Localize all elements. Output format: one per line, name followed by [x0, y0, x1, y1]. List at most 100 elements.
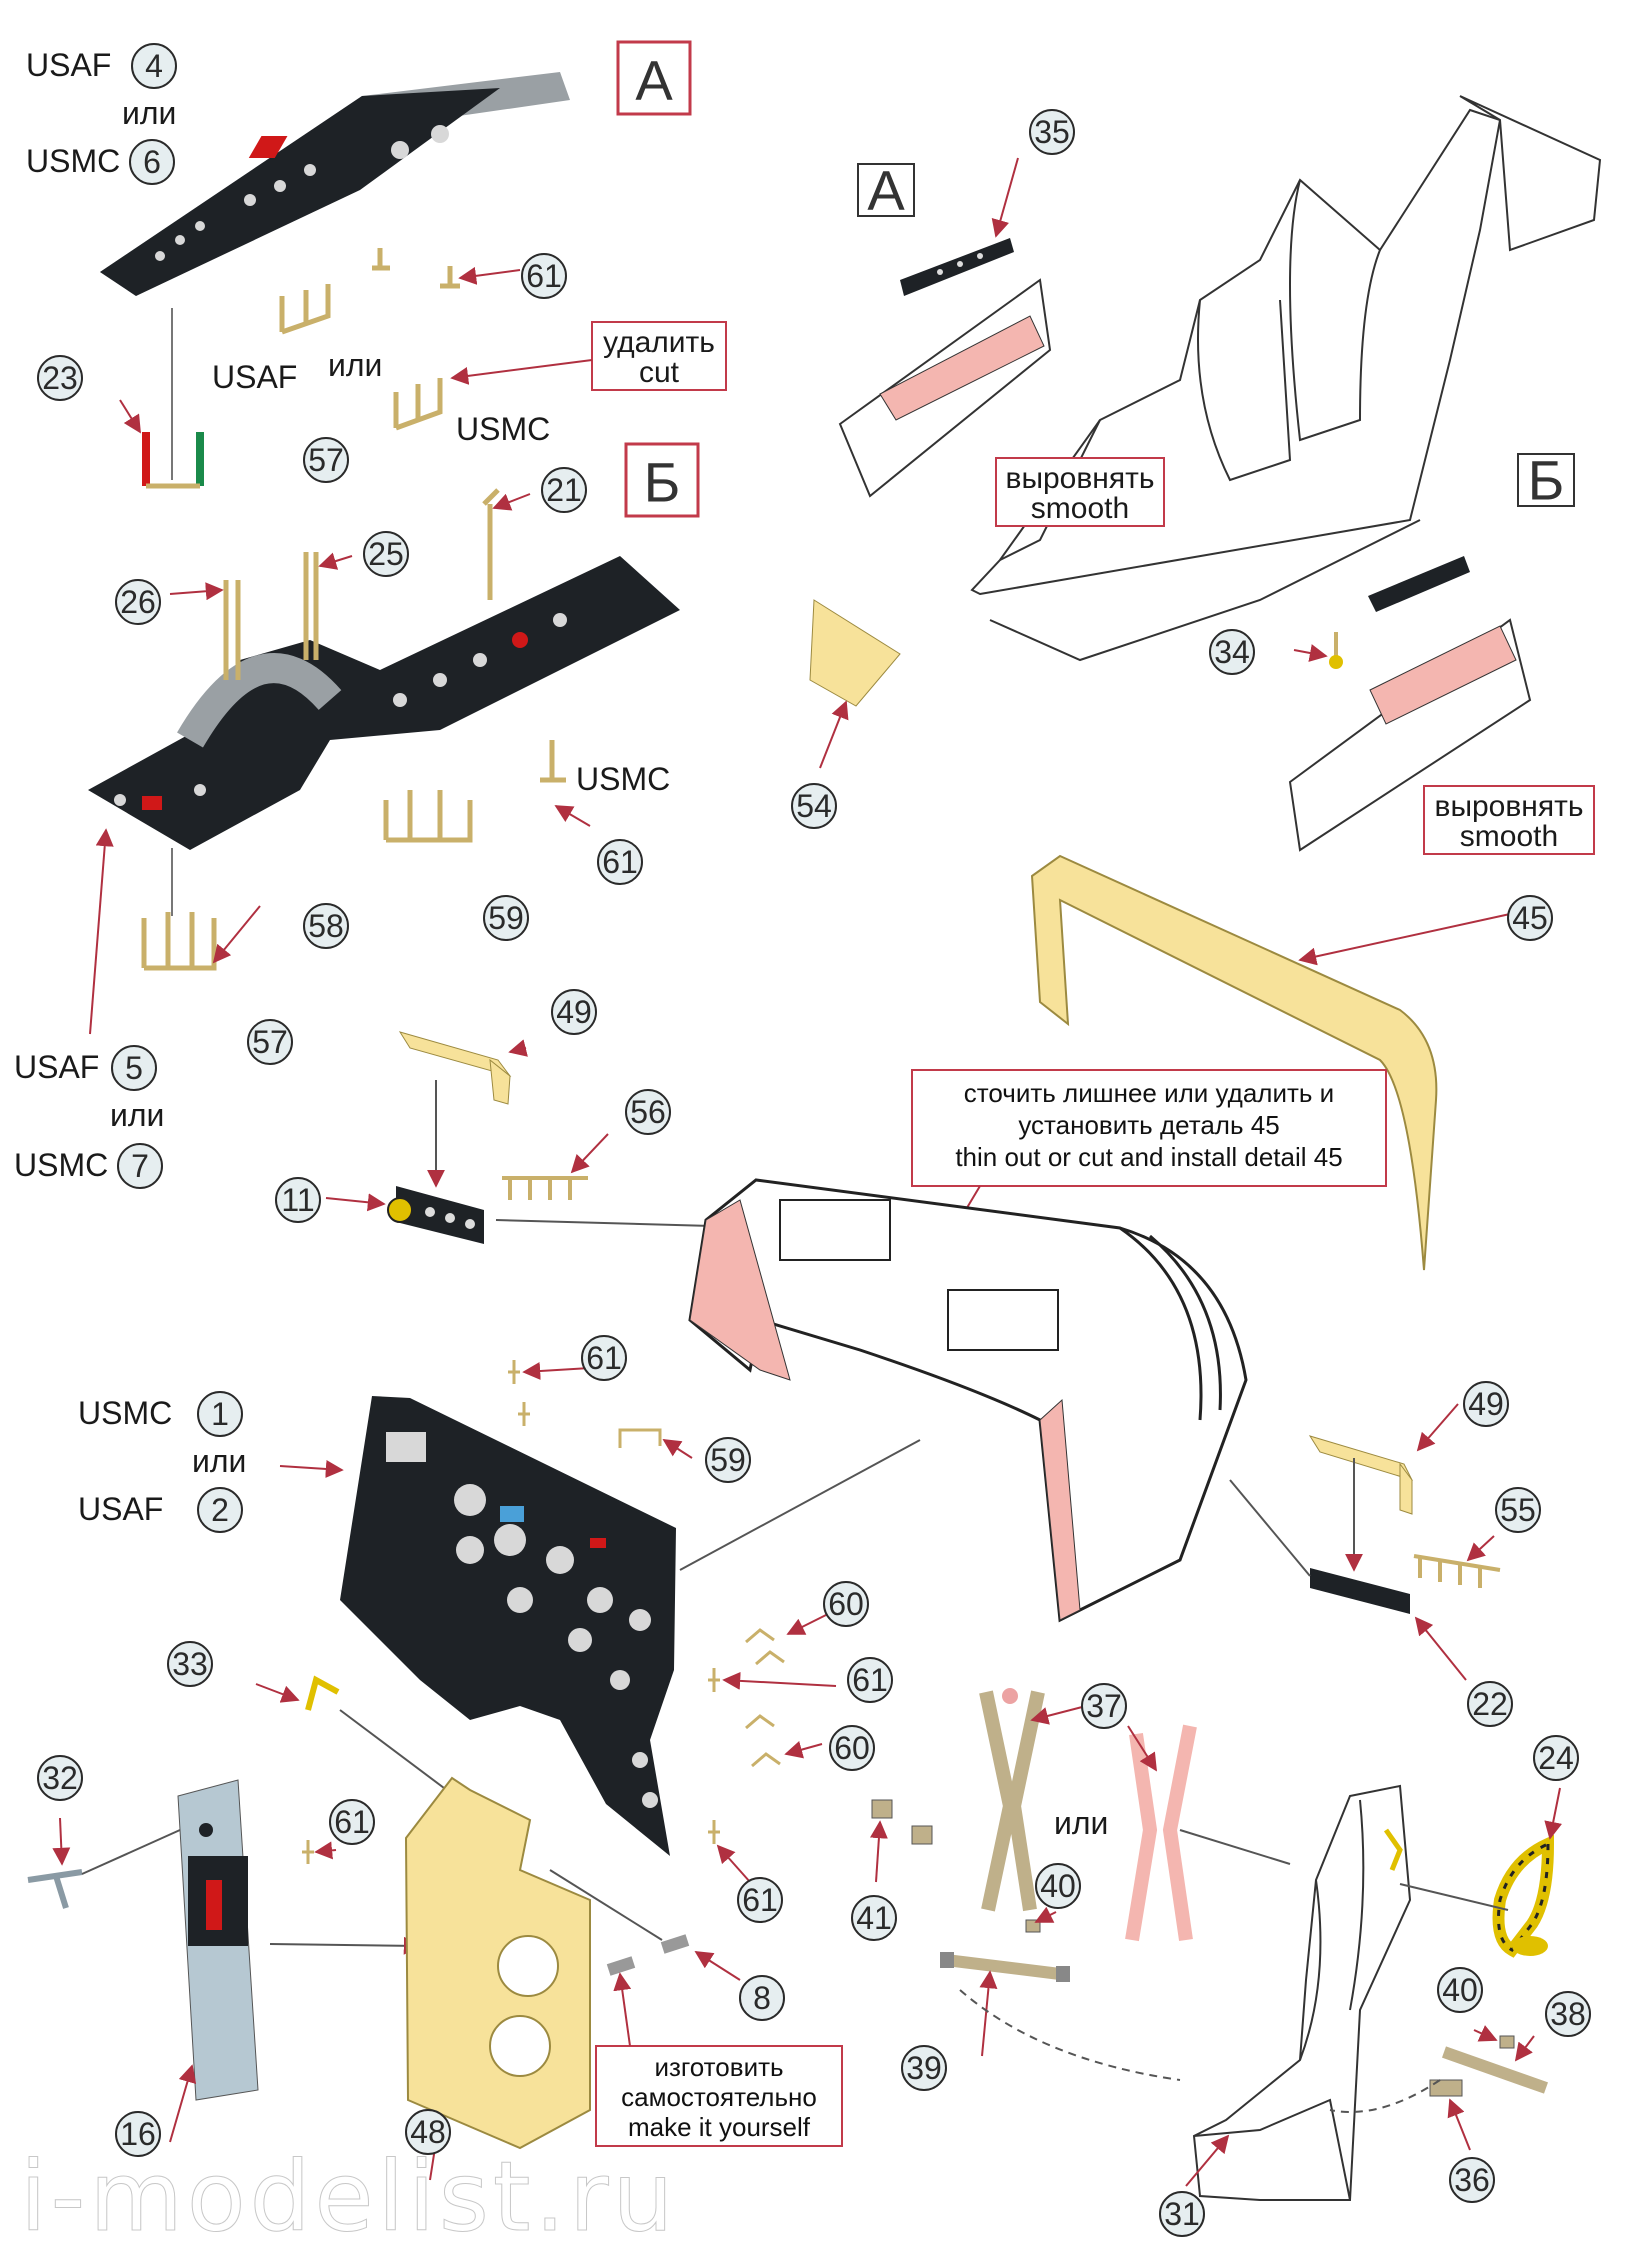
callout-number: 45 [1512, 900, 1548, 936]
callout-number: 54 [796, 788, 832, 824]
callout-c61f: 61 [329, 1799, 375, 1845]
marker-a-label: А [635, 49, 673, 112]
callout-number: 40 [1040, 1868, 1076, 1904]
cockpit-tub [970, 95, 1602, 662]
part-59-frame-main [618, 1428, 662, 1448]
marker-b-top: Б [624, 442, 700, 518]
arrow-49a [508, 1039, 528, 1057]
part-55-comb [1413, 1554, 1501, 1588]
callout-number: 22 [1472, 1686, 1508, 1722]
frame-part-usaf-a [279, 284, 331, 335]
callout-c39: 39 [901, 2045, 947, 2091]
part-61-pin-16 [302, 1840, 314, 1864]
instrument-panel-b [88, 556, 680, 850]
label-or-harness: или [1054, 1805, 1108, 1841]
num-2: 2 [211, 1492, 229, 1528]
arrow-make [613, 1972, 632, 2047]
callout-c59b: 59 [705, 1437, 751, 1483]
callout-number: 49 [1468, 1386, 1504, 1422]
num-5: 5 [125, 1050, 143, 1086]
guide-seat-harness [1179, 1829, 1291, 1865]
arrow-22 [1414, 1616, 1467, 1681]
make-line3: make it yourself [628, 2112, 811, 2142]
callout-circle [1081, 1683, 1127, 1729]
smooth-note-a: выровнять smooth [995, 457, 1165, 527]
guide-8 [549, 1869, 663, 1941]
callout-number: 57 [308, 442, 344, 478]
arrow-56 [570, 1133, 609, 1174]
callout-circle [247, 1019, 293, 1065]
callout-circle [1159, 2191, 1205, 2237]
callout-number: 34 [1214, 634, 1250, 670]
callout-number: 21 [546, 472, 582, 508]
ejection-seat [1192, 1784, 1412, 2201]
callout-c34: 34 [1209, 629, 1255, 675]
detail-45-note: сточить лишнее или удалить и установить … [911, 1069, 1387, 1187]
callout-c41: 41 [851, 1895, 897, 1941]
callout-circle [705, 1437, 751, 1483]
callout-circle [541, 467, 587, 513]
part-48-side-panel [404, 1776, 591, 2150]
arrow-40a [1034, 1906, 1057, 1923]
callout-c11: 11 [275, 1177, 321, 1223]
arrow-25 [318, 552, 353, 570]
watermark-logo: i-modelist.ru [20, 2141, 677, 2253]
callout-number: 56 [630, 1094, 666, 1130]
arrow-36 [1447, 2098, 1471, 2151]
label-or-1-2: или [192, 1443, 246, 1479]
harness-belts-a [979, 1688, 1045, 1912]
arrow-11 [325, 1193, 386, 1212]
callout-c48: 48 [405, 2109, 451, 2155]
detail45-line2: установить деталь 45 [1018, 1110, 1279, 1140]
callout-circle [275, 1177, 321, 1223]
callout-c55: 55 [1495, 1487, 1541, 1533]
part-61-pins-main [508, 1360, 720, 1844]
callout-number: 37 [1086, 1688, 1122, 1724]
callout-c61c: 61 [581, 1335, 627, 1381]
callout-circle [329, 1799, 375, 1845]
callout-c26: 26 [115, 579, 161, 625]
callout-circle [551, 989, 597, 1035]
guide-panel-body [679, 1439, 921, 1571]
callout-number: 39 [906, 2050, 942, 2086]
cut-note-ru: удалить [603, 326, 715, 359]
instrument-panel-a [100, 72, 570, 296]
cut-note-box: удалить cut [591, 321, 727, 391]
console-left [838, 278, 1052, 498]
callout-circle [405, 2109, 451, 2155]
callout-number: 33 [172, 1646, 208, 1682]
part-56-comb [502, 1176, 588, 1200]
arrow-33 [255, 1683, 300, 1703]
callout-circle [581, 1335, 627, 1381]
label-usmc-57: USMC [456, 411, 550, 447]
callout-number: 40 [1442, 1972, 1478, 2008]
callout-c40a: 40 [1035, 1863, 1081, 1909]
callout-number: 48 [410, 2114, 446, 2150]
guide-32-16 [81, 1829, 181, 1875]
callout-circle [597, 839, 643, 885]
part-34-lever [1329, 632, 1343, 669]
callout-c59a: 59 [483, 895, 529, 941]
part-60-frames [745, 1628, 785, 1768]
callout-number: 61 [586, 1340, 622, 1376]
callout-c61d: 61 [847, 1657, 893, 1703]
callout-circle [1495, 1487, 1541, 1533]
circle-5 [111, 1045, 157, 1091]
glareshield [688, 1178, 1248, 1623]
callout-number: 31 [1164, 2196, 1200, 2232]
part-58-59-frames [383, 790, 473, 843]
part-32-handle [27, 1869, 83, 1909]
arrow-23 [119, 399, 141, 434]
arrow-45 [1298, 913, 1511, 966]
callout-c49b: 49 [1463, 1381, 1509, 1427]
callout-number: 49 [556, 994, 592, 1030]
part-61-pin-b [540, 740, 566, 783]
main-instrument-panel [340, 1396, 676, 1856]
arrow-cut [450, 359, 593, 385]
guide-39-seat [959, 1989, 1181, 2081]
part-38-lap-belt [1429, 2035, 1548, 2097]
marker-b-right: Б [1517, 449, 1575, 512]
arrow-34 [1293, 644, 1328, 662]
arrow-38 [1514, 2035, 1535, 2062]
